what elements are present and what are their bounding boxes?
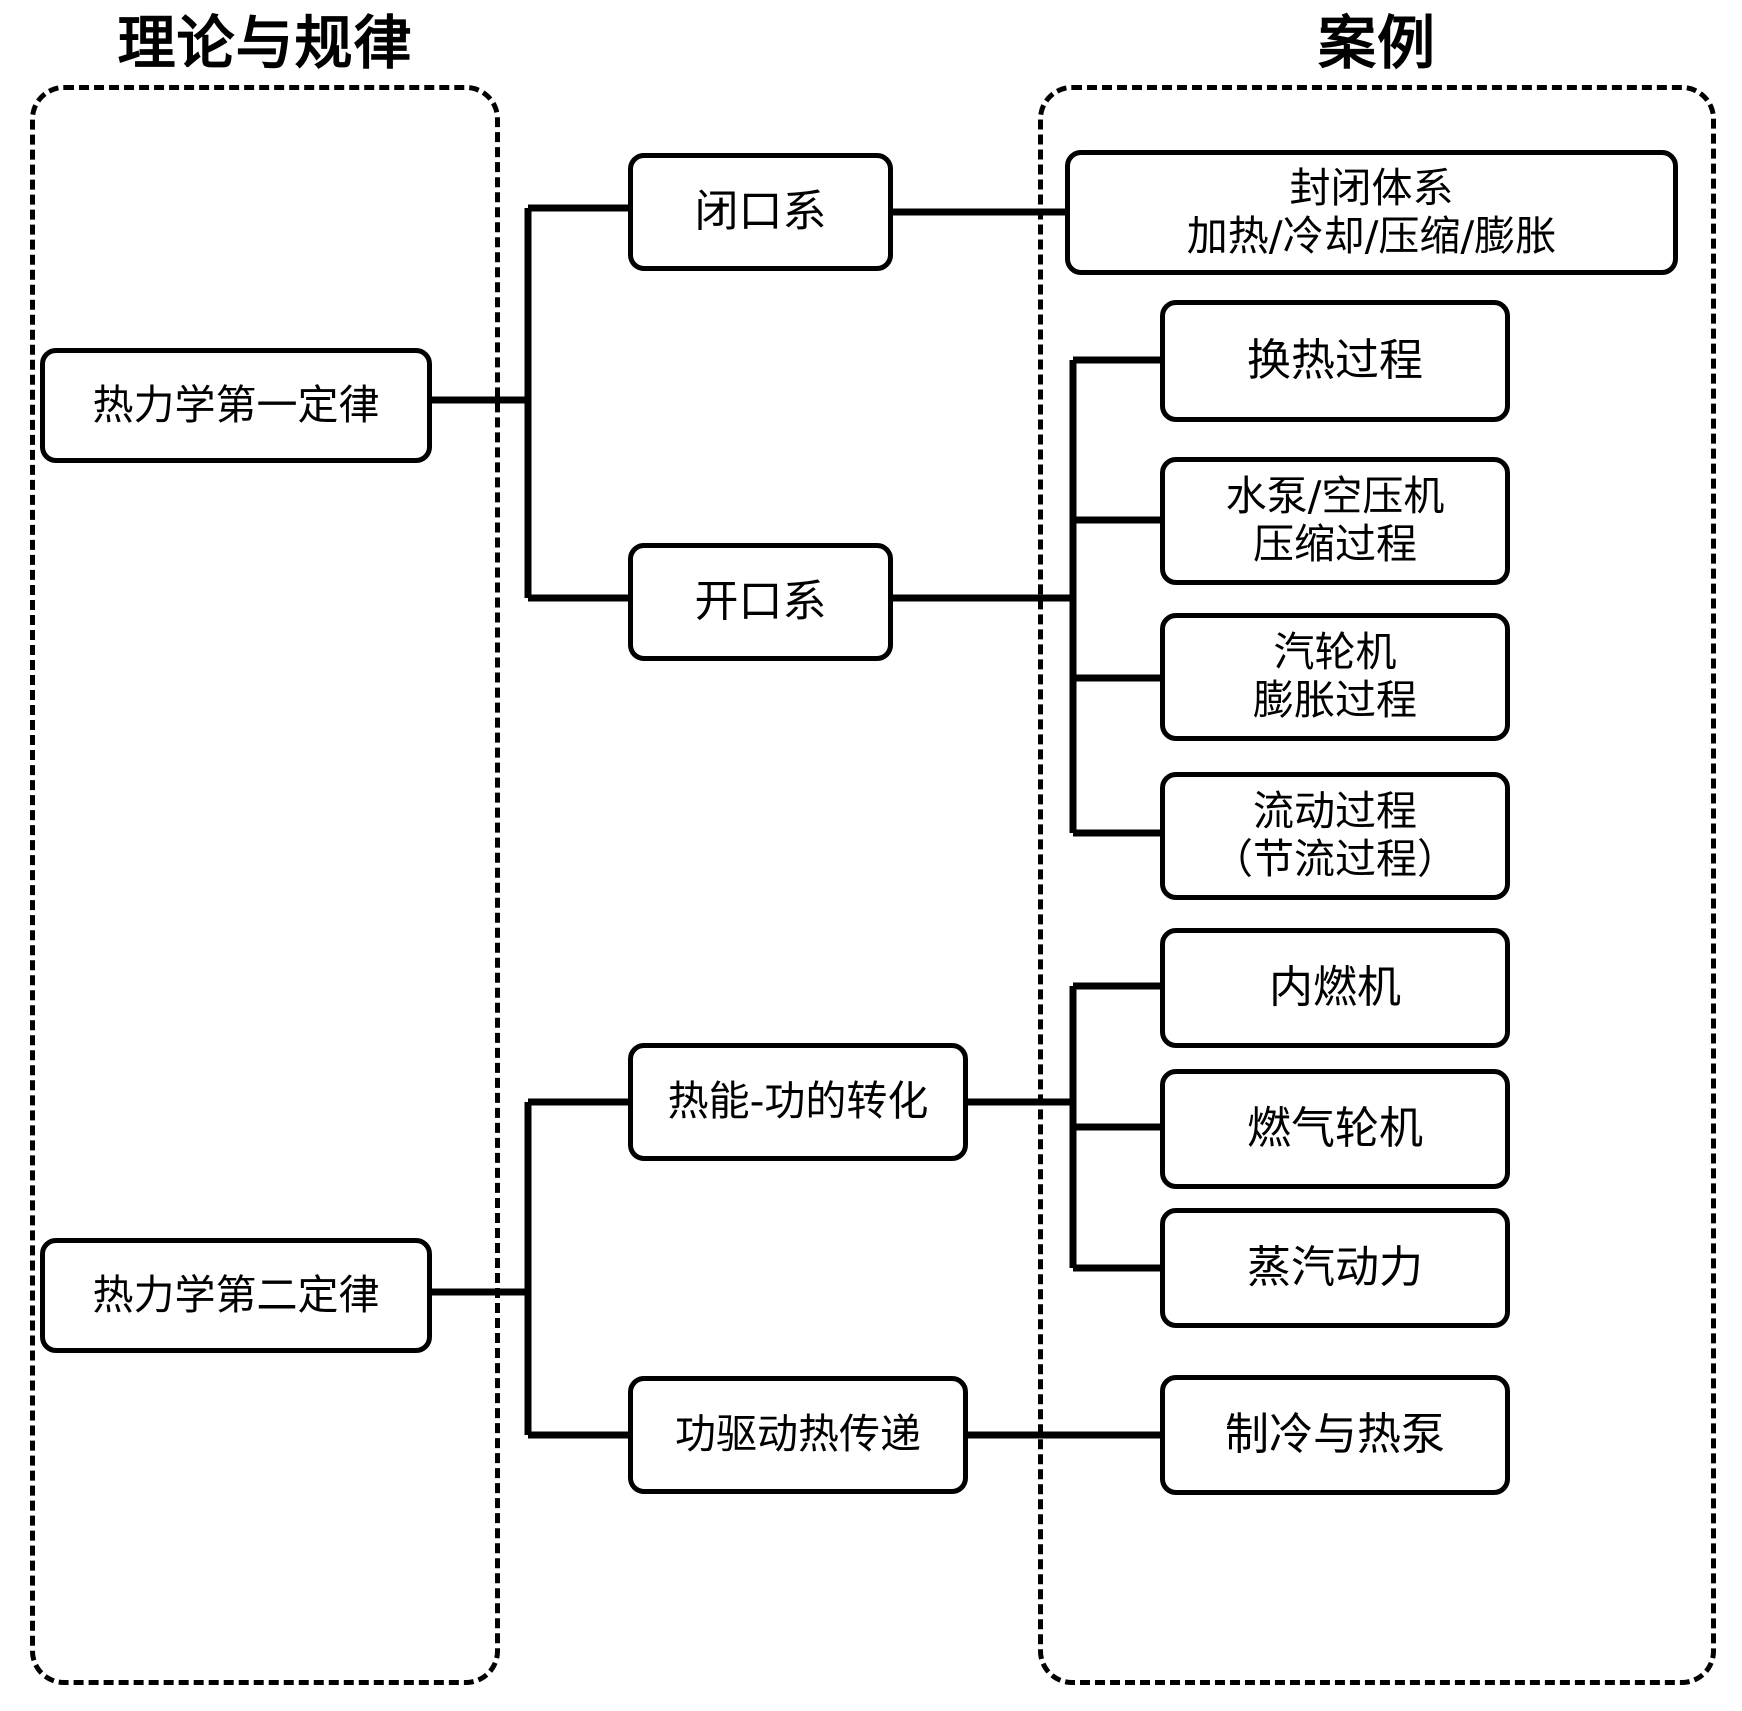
node-work-driven-heat-transfer[interactable]: 功驱动热传递 (628, 1376, 968, 1494)
node-second-law[interactable]: 热力学第二定律 (40, 1238, 432, 1353)
node-case-flow-process[interactable]: 流动过程 （节流过程） (1160, 772, 1510, 900)
node-case-internal-combustion-engine-label: 内燃机 (1269, 962, 1401, 1014)
theory-group-title: 理论与规律 (117, 9, 413, 77)
node-first-law[interactable]: 热力学第一定律 (40, 348, 432, 463)
node-case-steam-power[interactable]: 蒸汽动力 (1160, 1208, 1510, 1328)
node-case-flow-process-label: 流动过程 （节流过程） (1212, 787, 1458, 883)
node-case-closed-system[interactable]: 封闭体系 加热/冷却/压缩/膨胀 (1065, 150, 1678, 275)
cases-group-title: 案例 (1317, 9, 1436, 77)
node-second-law-label: 热力学第二定律 (92, 1270, 380, 1319)
node-heat-work-conversion-label: 热能-功的转化 (667, 1077, 929, 1126)
node-case-steam-turbine[interactable]: 汽轮机 膨胀过程 (1160, 613, 1510, 741)
node-closed-system-label: 闭口系 (694, 186, 827, 238)
node-closed-system[interactable]: 闭口系 (628, 153, 893, 271)
node-case-steam-turbine-label: 汽轮机 膨胀过程 (1253, 628, 1417, 724)
node-heat-work-conversion[interactable]: 热能-功的转化 (628, 1043, 968, 1161)
node-case-gas-turbine[interactable]: 燃气轮机 (1160, 1069, 1510, 1189)
theory-group-container (30, 85, 500, 1685)
cases-group-container (1038, 85, 1716, 1685)
node-first-law-label: 热力学第一定律 (92, 380, 380, 429)
node-case-pump-compressor[interactable]: 水泵/空压机 压缩过程 (1160, 457, 1510, 585)
node-work-driven-heat-transfer-label: 功驱动热传递 (675, 1410, 921, 1459)
node-case-refrigeration-heat-pump-label: 制冷与热泵 (1225, 1409, 1445, 1461)
node-case-internal-combustion-engine[interactable]: 内燃机 (1160, 928, 1510, 1048)
node-open-system[interactable]: 开口系 (628, 543, 893, 661)
node-case-gas-turbine-label: 燃气轮机 (1247, 1103, 1423, 1155)
node-case-closed-system-label: 封闭体系 加热/冷却/压缩/膨胀 (1186, 163, 1557, 260)
node-case-heat-exchange[interactable]: 换热过程 (1160, 300, 1510, 422)
node-case-pump-compressor-label: 水泵/空压机 压缩过程 (1225, 472, 1445, 568)
node-case-steam-power-label: 蒸汽动力 (1247, 1242, 1423, 1294)
node-case-refrigeration-heat-pump[interactable]: 制冷与热泵 (1160, 1375, 1510, 1495)
node-open-system-label: 开口系 (694, 576, 827, 628)
node-case-heat-exchange-label: 换热过程 (1247, 335, 1423, 387)
